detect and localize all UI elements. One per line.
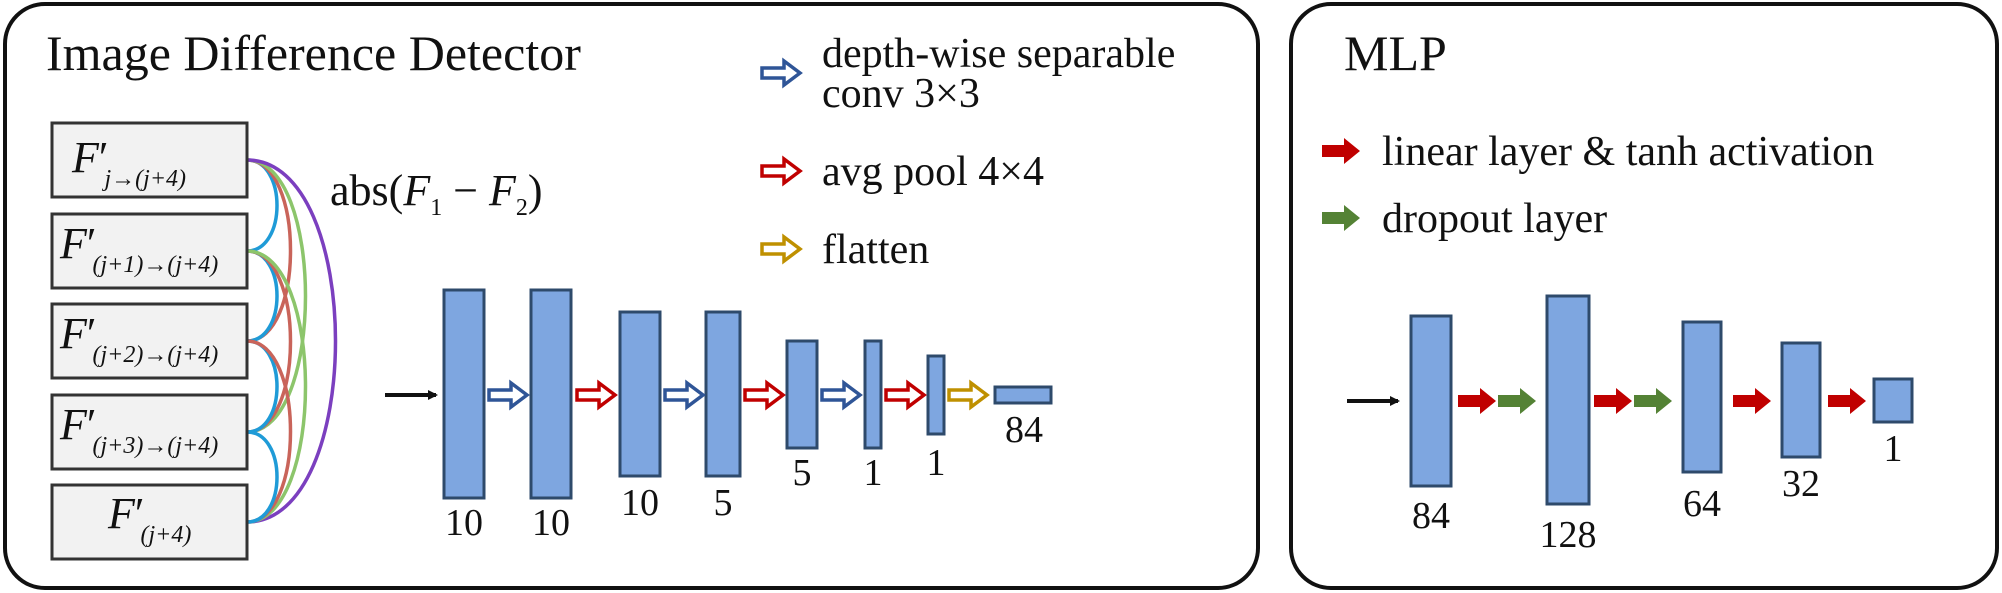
- hollow-arrow-icon: [760, 233, 803, 265]
- cnn-layer-label: 1: [927, 442, 946, 484]
- pool-arrow-icon: [884, 379, 927, 411]
- pool-arrow-icon: [575, 379, 618, 411]
- mlp-layer-block: [1545, 294, 1591, 506]
- legend-conv-line-2: conv 3×3: [822, 71, 980, 117]
- cnn-layer-block: [442, 288, 486, 500]
- cnn-layer-block: [785, 339, 819, 450]
- legend-dropout-label: dropout layer: [1382, 196, 1607, 242]
- left-panel-title: Image Difference Detector: [46, 25, 581, 81]
- legend-linear-label: linear layer & tanh activation: [1382, 129, 1874, 175]
- mlp-layer-label: 64: [1683, 483, 1721, 525]
- dropout-arrow-icon: [1498, 388, 1536, 414]
- cnn-layer-block: [926, 354, 946, 436]
- mlp-layer-block: [1780, 341, 1822, 459]
- legend-flatten-label: flatten: [822, 227, 929, 273]
- left-legend: depth-wise separable conv 3×3 avg pool 4…: [760, 31, 1175, 273]
- solid-arrow-icon: [1322, 205, 1360, 231]
- input-label: F′(j+2)→(j+4): [59, 309, 218, 368]
- legend-item-avgpool: avg pool 4×4: [760, 149, 1044, 195]
- pair-difference-formula: abs(F1 − F2): [330, 166, 543, 221]
- conv-arrow-icon: [820, 379, 863, 411]
- input-box-frame: [50, 212, 249, 290]
- input-label: F′(j+3)→(j+4): [59, 400, 218, 459]
- mlp-layer-label: 128: [1540, 514, 1597, 556]
- input-feature-box: F′j→(j+4): [50, 121, 249, 199]
- input-box-frame: [50, 302, 249, 380]
- input-feature-box: F′(j+1)→(j+4): [50, 212, 249, 290]
- input-box-frame: [50, 483, 249, 561]
- cnn-layer-labels: 10 10 10 5 5 1 1 84: [445, 409, 1043, 544]
- cnn-layers: [442, 288, 1053, 500]
- legend-item-flatten: flatten: [760, 227, 929, 273]
- right-panel-title: MLP: [1344, 25, 1447, 81]
- input-label: F′j→(j+4): [71, 133, 186, 192]
- cnn-layer-block: [993, 385, 1053, 405]
- input-feature-box: F′(j+4): [50, 483, 249, 561]
- cnn-layer-block: [704, 310, 742, 478]
- mlp-legend: linear layer & tanh activation dropout l…: [1322, 129, 1874, 242]
- mlp-layers: [1409, 294, 1914, 506]
- right-panel-border: [1289, 2, 1999, 590]
- input-box-frame: [50, 393, 249, 471]
- mlp-layer-block: [1872, 377, 1914, 424]
- left-panel-border: [3, 2, 1260, 590]
- input-feature-box: F′(j+2)→(j+4): [50, 302, 249, 380]
- cnn-layer-label: 5: [793, 452, 812, 494]
- cnn-layer-label: 10: [621, 482, 659, 524]
- conv-arrow-icon: [663, 379, 706, 411]
- cnn-layer-label: 10: [445, 502, 483, 544]
- image-difference-detector-panel: Image Difference Detector depth-wise sep…: [3, 2, 1260, 590]
- dropout-arrow-icon: [1322, 205, 1360, 231]
- flatten-arrow-icon: [760, 233, 803, 265]
- mlp-panel: MLP linear layer & tanh activation dropo…: [1289, 2, 1999, 590]
- input-feature-box: F′(j+3)→(j+4): [50, 393, 249, 471]
- legend-item-dropout: dropout layer: [1322, 196, 1607, 242]
- conv-arrow-icon: [760, 57, 803, 89]
- pool-arrow-icon: [760, 155, 803, 187]
- mlp-layer-block: [1409, 314, 1453, 488]
- linear-arrow-icon: [1733, 388, 1771, 414]
- cnn-layer-block: [863, 339, 883, 450]
- flatten-arrow-icon: [947, 379, 990, 411]
- legend-avgpool-label: avg pool 4×4: [822, 149, 1044, 195]
- input-label: F′(j+4): [107, 489, 191, 548]
- hollow-arrow-icon: [760, 155, 803, 187]
- cnn-layer-block: [529, 288, 573, 500]
- cnn-layer-block: [618, 310, 662, 478]
- difference-curve: [246, 430, 279, 524]
- cnn-layer-label: 1: [864, 452, 883, 494]
- legend-conv-line-1: depth-wise separable: [822, 31, 1175, 77]
- dropout-arrow-icon: [1634, 388, 1672, 414]
- mlp-layer-block: [1681, 320, 1723, 474]
- difference-curve: [246, 249, 308, 524]
- cnn-layer-label: 10: [532, 502, 570, 544]
- linear-arrow-icon: [1594, 388, 1632, 414]
- cnn-layer-label: 84: [1005, 409, 1043, 451]
- input-features: F′j→(j+4) F′(j+1)→(j+4) F′(j+2)→(j+4) F′…: [50, 121, 249, 561]
- linear-arrow-icon: [1322, 138, 1360, 164]
- pairwise-difference-curves: [246, 158, 338, 524]
- mlp-layer-labels: 84 128 64 32 1: [1412, 428, 1903, 556]
- input-label: F′(j+1)→(j+4): [59, 219, 218, 278]
- hollow-arrow-icon: [760, 57, 803, 89]
- solid-arrow-icon: [1322, 138, 1360, 164]
- conv-arrow-icon: [487, 379, 530, 411]
- cnn-transition-arrows: [487, 379, 990, 411]
- cnn-layer-label: 5: [714, 482, 733, 524]
- mlp-transition-arrows: [1458, 388, 1866, 414]
- mlp-layer-label: 32: [1782, 463, 1820, 505]
- legend-item-conv: depth-wise separable conv 3×3: [760, 31, 1175, 117]
- difference-curve: [246, 158, 338, 524]
- mlp-layer-label: 1: [1884, 428, 1903, 470]
- legend-item-linear-tanh: linear layer & tanh activation: [1322, 129, 1874, 175]
- linear-arrow-icon: [1828, 388, 1866, 414]
- mlp-layer-label: 84: [1412, 495, 1450, 537]
- linear-arrow-icon: [1458, 388, 1496, 414]
- difference-curve: [246, 158, 308, 434]
- pool-arrow-icon: [743, 379, 786, 411]
- input-box-frame: [50, 121, 249, 199]
